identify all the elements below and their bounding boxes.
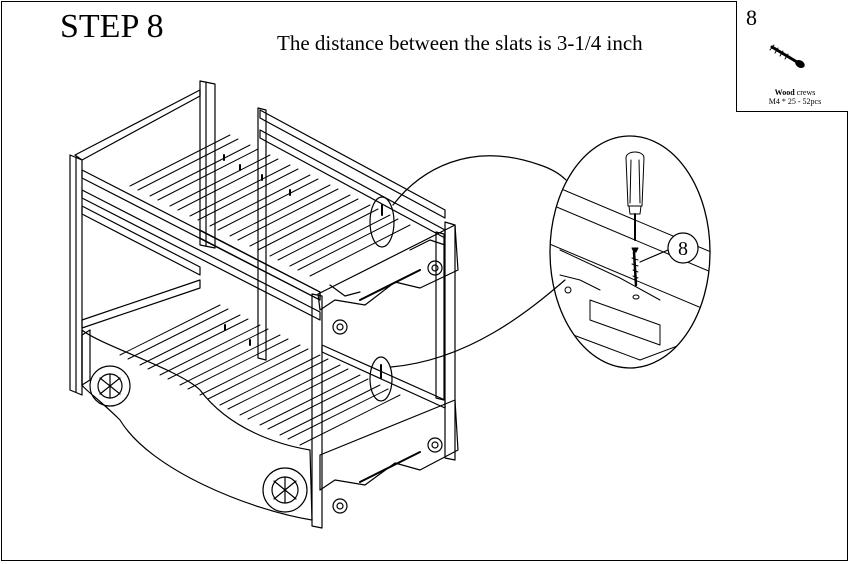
leader-line bbox=[390, 279, 566, 368]
bunk-bed-drawing bbox=[69, 80, 459, 529]
instruction-text: The distance between the slats is 3-1/4 … bbox=[277, 31, 643, 55]
leader-line bbox=[392, 155, 567, 206]
screw-icon bbox=[769, 44, 805, 69]
parts-box bbox=[736, 1, 848, 112]
screwdriver-icon bbox=[625, 151, 645, 241]
step-title: STEP 8 bbox=[60, 8, 164, 45]
detail-view: 8 bbox=[549, 135, 711, 369]
parts-number: 8 bbox=[746, 5, 757, 30]
detail-callout-number: 8 bbox=[678, 238, 688, 260]
part-name: Wood crews bbox=[774, 88, 816, 97]
part-spec: M4 * 25 - 52pcs bbox=[768, 97, 822, 106]
